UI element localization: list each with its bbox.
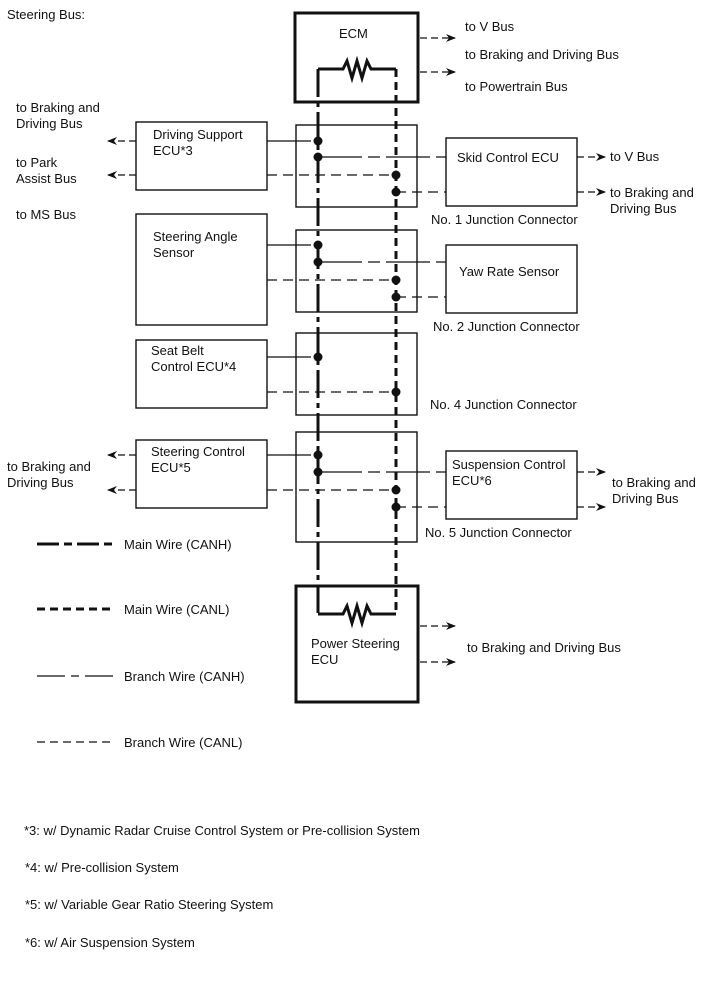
seat-belt-control-ecu-label: Seat Belt Control ECU*4 bbox=[151, 343, 237, 374]
yaw-rate-sensor-label: Yaw Rate Sensor bbox=[459, 264, 560, 279]
steering-angle-sensor-box bbox=[135, 213, 268, 326]
junction-connector-4-label: No. 4 Junction Connector bbox=[430, 397, 577, 412]
junction-dot bbox=[313, 152, 323, 162]
junction-dot bbox=[391, 502, 401, 512]
bus-label-sc-braking: to Braking and Driving Bus bbox=[7, 459, 91, 490]
steering-angle-sensor-label: Steering Angle Sensor bbox=[153, 229, 238, 260]
legend-label-branch-canh: Branch Wire (CANH) bbox=[124, 669, 245, 684]
bus-label-ps-braking: to Braking and Driving Bus bbox=[467, 640, 621, 655]
junction-dot bbox=[391, 292, 401, 302]
junction-connector-4-box bbox=[295, 332, 418, 416]
power-steering-ecu-box bbox=[294, 584, 420, 704]
bus-label-susp-braking: to Braking and Driving Bus bbox=[612, 475, 696, 506]
skid-control-ecu-box bbox=[445, 137, 578, 207]
diagram-title: Steering Bus: bbox=[7, 7, 86, 22]
footnote-4: *4: w/ Pre-collision System bbox=[25, 860, 179, 875]
legend-label-main-canl: Main Wire (CANL) bbox=[124, 602, 230, 617]
junction-dot bbox=[391, 275, 401, 285]
suspension-control-ecu-box bbox=[445, 450, 578, 520]
junction-dot bbox=[313, 136, 323, 146]
driving-support-ecu-box bbox=[135, 121, 268, 191]
junction-dot bbox=[313, 352, 323, 362]
junction-dot bbox=[391, 485, 401, 495]
junction-dot bbox=[313, 450, 323, 460]
junction-connector-1-label: No. 1 Junction Connector bbox=[431, 212, 578, 227]
yaw-rate-sensor-box bbox=[445, 244, 578, 314]
power-steering-ecu-label: Power Steering ECU bbox=[311, 636, 400, 667]
junction-connector-2-label: No. 2 Junction Connector bbox=[433, 319, 580, 334]
bus-label-ds-park-assist: to Park Assist Bus bbox=[16, 155, 77, 186]
ecm-label: ECM bbox=[339, 26, 368, 41]
footnote-6: *6: w/ Air Suspension System bbox=[25, 935, 195, 950]
driving-support-ecu-label: Driving Support ECU*3 bbox=[153, 127, 243, 158]
bus-label-skid-v-bus: to V Bus bbox=[610, 149, 660, 164]
junction-dot bbox=[313, 240, 323, 250]
bus-label-ecm-braking: to Braking and Driving Bus bbox=[465, 47, 619, 62]
junction-dot bbox=[313, 257, 323, 267]
steering-control-ecu-box bbox=[135, 439, 268, 509]
bus-label-ds-braking: to Braking and Driving Bus bbox=[16, 100, 100, 131]
bus-label-ecm-powertrain: to Powertrain Bus bbox=[465, 79, 568, 94]
seat-belt-control-ecu-box bbox=[135, 339, 268, 409]
junction-dot bbox=[391, 187, 401, 197]
junction-connector-5-label: No. 5 Junction Connector bbox=[425, 525, 572, 540]
skid-control-ecu-label: Skid Control ECU bbox=[457, 150, 559, 165]
junction-dot bbox=[391, 170, 401, 180]
steering-control-ecu-label: Steering Control ECU*5 bbox=[151, 444, 245, 475]
suspension-control-ecu-label: Suspension Control ECU*6 bbox=[452, 457, 566, 488]
legend-label-branch-canl: Branch Wire (CANL) bbox=[124, 735, 243, 750]
footnote-3: *3: w/ Dynamic Radar Cruise Control Syst… bbox=[24, 823, 420, 838]
power-steering-terminating-resistor bbox=[318, 600, 396, 629]
legend-label-main-canh: Main Wire (CANH) bbox=[124, 537, 232, 552]
bus-label-skid-braking: to Braking and Driving Bus bbox=[610, 185, 694, 216]
bus-label-ms-bus: to MS Bus bbox=[16, 207, 76, 222]
junction-dot bbox=[391, 387, 401, 397]
bus-label-ecm-v-bus: to V Bus bbox=[465, 19, 515, 34]
ecm-terminating-resistor bbox=[318, 55, 396, 84]
junction-dot bbox=[313, 467, 323, 477]
footnote-5: *5: w/ Variable Gear Ratio Steering Syst… bbox=[25, 897, 274, 912]
